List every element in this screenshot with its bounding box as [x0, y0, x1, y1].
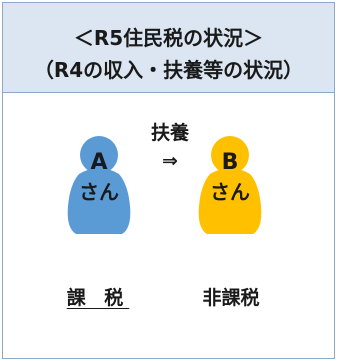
person-a-letter: A: [90, 150, 108, 175]
person-a-honorific: さん: [79, 180, 119, 204]
person-a-tax-status: 課 税: [66, 287, 130, 309]
person-a-silhouette-icon: [67, 136, 131, 234]
dependent-label: 扶養: [150, 122, 189, 144]
person-b-silhouette-icon: [198, 136, 262, 234]
panel-header: ＜R5住民税の状況＞ （R4の収入・扶養等の状況）: [3, 3, 334, 93]
person-a-figure: A さん: [66, 136, 132, 234]
person-b-figure: B さん: [197, 136, 263, 234]
person-b-tax-status: 非課税: [202, 287, 260, 309]
person-b-letter: B: [221, 150, 239, 175]
arrow-right-icon: ⇒: [162, 150, 178, 172]
person-b-honorific: さん: [210, 180, 250, 204]
tax-status-panel: ＜R5住民税の状況＞ （R4の収入・扶養等の状況）: [2, 2, 335, 359]
header-title: ＜R5住民税の状況＞: [73, 26, 264, 50]
header-subtitle: （R4の収入・扶養等の状況）: [33, 58, 304, 82]
